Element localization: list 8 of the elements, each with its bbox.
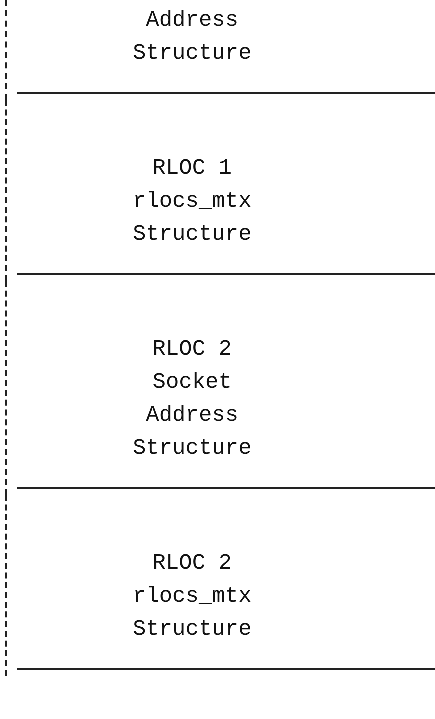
structure-block [5, 495, 435, 676]
block-label: Address Structure [132, 7, 253, 68]
block-label: RLOC 2 Socket Address Structure [132, 336, 253, 463]
block-label: RLOC 2 rlocs_mtx Structure [132, 550, 253, 644]
structure-block [5, 0, 435, 100]
structure-block [5, 100, 435, 281]
block-label: RLOC 1 rlocs_mtx Structure [132, 155, 253, 249]
structure-block [5, 281, 435, 495]
